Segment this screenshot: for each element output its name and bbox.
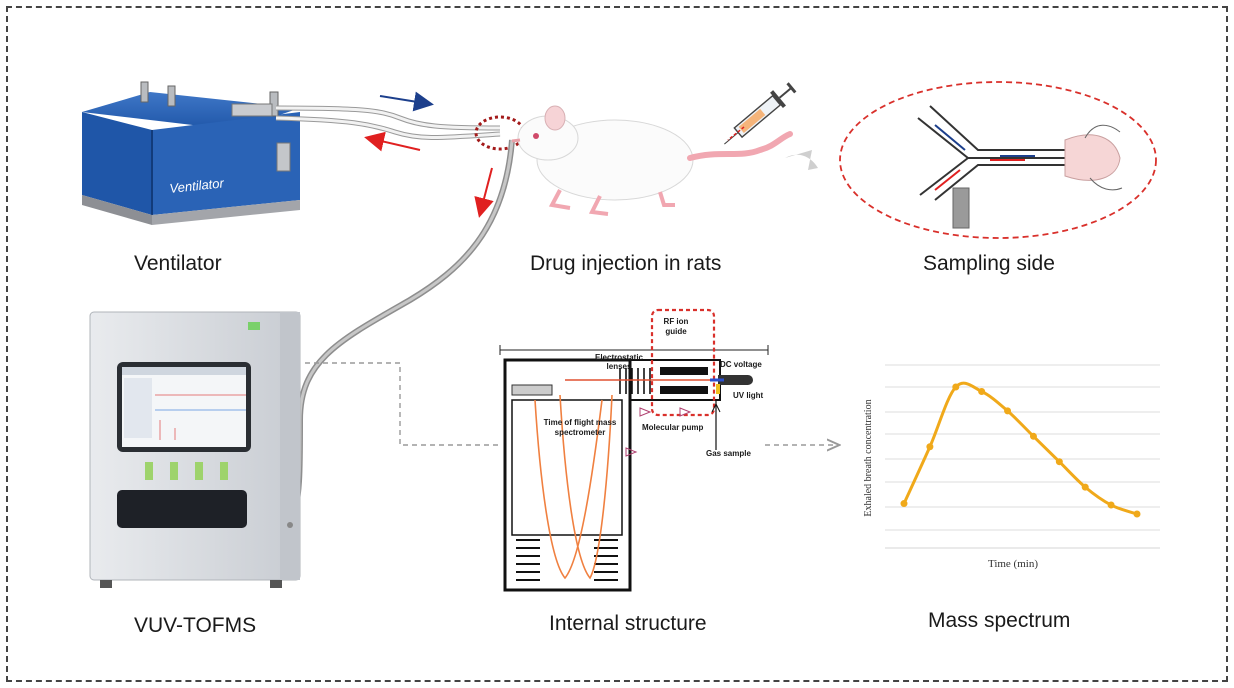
sampling-side-detail — [839, 81, 1157, 239]
ventilator-label: Ventilator — [134, 252, 222, 275]
data-point — [1029, 432, 1037, 440]
electrostatic-label-2: lenses — [607, 362, 632, 371]
dc-voltage-label: DC voltage — [720, 360, 762, 369]
mass-spectrum-chart: Time (min) Exhaled breath concentration — [863, 364, 1160, 570]
tof-label-2: spectrometer — [555, 428, 606, 437]
transition-arrow — [785, 150, 818, 170]
data-point — [978, 387, 986, 395]
ventilator-body-text: Ventilator — [169, 175, 225, 196]
rf-ion-guide-label-2: guide — [665, 327, 687, 336]
data-point — [926, 443, 934, 451]
electrostatic-label-1: Electrostatic — [595, 353, 644, 362]
sample-flow-arrow — [474, 167, 494, 218]
data-point — [1081, 483, 1089, 491]
sampling-tube — [289, 139, 515, 522]
data-point — [1107, 501, 1115, 509]
data-point — [900, 500, 908, 508]
inflow-arrow — [379, 91, 434, 112]
data-point — [1004, 407, 1012, 415]
tofms-instrument — [89, 311, 301, 588]
drug-injection-label: Drug injection in rats — [530, 252, 722, 275]
mass-spectrum-label: Mass spectrum — [928, 609, 1071, 632]
gas-sample-label: Gas sample — [706, 449, 751, 458]
series-line — [902, 381, 1138, 516]
data-point — [952, 383, 960, 391]
internal-structure-label: Internal structure — [549, 612, 707, 635]
connector-instrument-internal — [305, 362, 498, 446]
internal-structure-diagram: RF ion guide Electrostatic lenses DC vol… — [499, 308, 769, 592]
breathing-tubes — [275, 105, 501, 140]
x-axis-label: Time (min) — [988, 558, 1038, 570]
rf-ion-guide-label-1: RF ion — [664, 317, 689, 326]
data-point — [1055, 458, 1063, 466]
molecular-pump-label: Molecular pump — [642, 423, 703, 432]
data-point — [1133, 510, 1141, 518]
instrument-label: VUV-TOFMS — [134, 614, 257, 637]
uv-light-label: UV light — [733, 391, 764, 400]
syringe-icon — [724, 82, 797, 145]
rat-illustration — [511, 105, 793, 216]
y-axis-label: Exhaled breath concentration — [863, 399, 874, 516]
ventilator-machine: Ventilator — [82, 81, 300, 225]
sampling-side-label: Sampling side — [923, 252, 1055, 275]
outflow-arrow — [364, 131, 421, 152]
dashed-frame — [6, 6, 1228, 682]
tof-label-1: Time of flight mass — [544, 418, 617, 427]
